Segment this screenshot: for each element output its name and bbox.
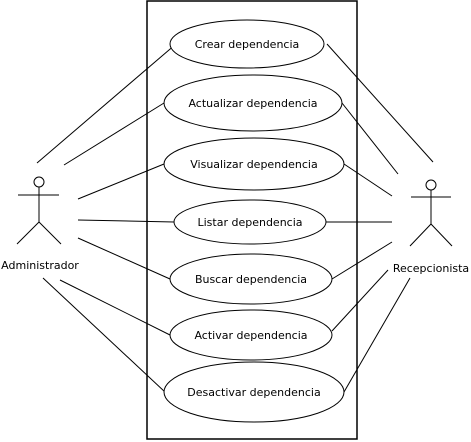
use-case-label: Actualizar dependencia <box>188 97 317 110</box>
use-case-activar[interactable]: Activar dependencia <box>169 309 333 361</box>
association-admin-listar <box>77 219 175 223</box>
use-case-ellipse <box>173 199 327 245</box>
stick-figure-icon <box>409 179 453 247</box>
use-case-label: Crear dependencia <box>195 38 300 51</box>
association-recep-buscar <box>331 241 393 280</box>
use-case-ellipse <box>163 74 343 132</box>
use-case-label: Visualizar dependencia <box>190 158 317 171</box>
use-case-desactivar[interactable]: Desactivar dependencia <box>163 361 345 423</box>
use-case-buscar[interactable]: Buscar dependencia <box>169 253 333 305</box>
use-case-label: Buscar dependencia <box>195 273 307 286</box>
use-case-label: Desactivar dependencia <box>187 386 320 399</box>
use-case-ellipse <box>163 361 345 423</box>
use-case-ellipse <box>169 19 325 69</box>
association-admin-visualizar <box>77 163 165 200</box>
actor-label: Recepcionista <box>393 262 469 275</box>
association-admin-activar <box>59 279 171 336</box>
association-recep-visualizar <box>343 163 393 197</box>
association-recep-crear <box>326 43 434 163</box>
use-case-ellipse <box>163 137 345 191</box>
use-case-listar[interactable]: Listar dependencia <box>173 199 327 245</box>
use-case-crear[interactable]: Crear dependencia <box>169 19 325 69</box>
association-recep-desactivar <box>343 277 411 393</box>
use-case-label: Activar dependencia <box>194 329 307 342</box>
actor-label: Administrador <box>1 259 79 272</box>
association-admin-buscar <box>77 237 171 280</box>
association-admin-actualizar <box>63 102 165 166</box>
association-recep-activar <box>331 269 389 332</box>
association-recep-actualizar <box>341 102 399 175</box>
use-case-ellipse <box>169 253 333 305</box>
stick-figure-icon <box>16 176 62 245</box>
use-case-actualizar[interactable]: Actualizar dependencia <box>163 74 343 132</box>
associations <box>36 43 434 393</box>
association-admin-crear <box>36 43 177 164</box>
association-admin-desactivar <box>42 277 166 393</box>
actor-recepcionista[interactable]: Recepcionista <box>393 179 469 275</box>
actor-administrador[interactable]: Administrador <box>1 176 79 272</box>
use-case-ellipse <box>169 309 333 361</box>
use-case-visualizar[interactable]: Visualizar dependencia <box>163 137 345 191</box>
use-case-label: Listar dependencia <box>197 216 302 229</box>
